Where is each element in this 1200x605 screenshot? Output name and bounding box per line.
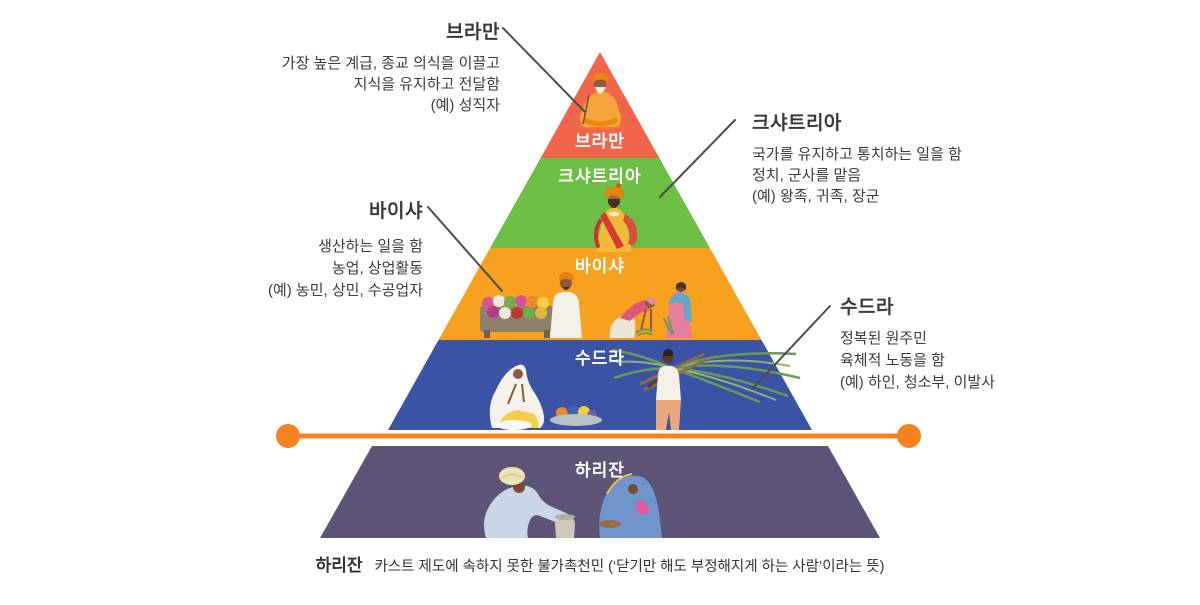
brahman-annotation: 브라만 가장 높은 계급, 종교 의식을 이끌고 지식을 유지하고 전달함 (예…	[282, 17, 500, 116]
sudra-annotation-line: 정복된 원주민	[840, 330, 927, 347]
vaishya-merchant-man	[550, 272, 582, 338]
kshatriya-annotation-title: 크샤트리아	[752, 113, 842, 134]
harijan-caption-description: 카스트 제도에 속하지 못한 불가촉천민 (‘닫기만 해도 부정해지게 하는 사…	[374, 559, 885, 575]
sudra-annotation-line: (예) 하인, 청소부, 이발사	[840, 374, 996, 391]
sudra-laborers-illustration	[489, 348, 801, 430]
vaishya-market-illustration	[480, 272, 692, 338]
sudra-annotation-line: 육체적 노동을 함	[840, 352, 945, 369]
alms-pot	[555, 514, 575, 538]
harijan-man	[484, 467, 573, 538]
callout-lines	[427, 27, 831, 390]
kshatriya-annotation-line: 국가를 유지하고 통치하는 일을 함	[752, 146, 962, 163]
vaishya-bending-woman	[609, 297, 656, 338]
brahman-callout-line	[502, 27, 586, 113]
kshatriya-annotation: 크샤트리아 국가를 유지하고 통치하는 일을 함 정치, 군사를 맡음 (예) …	[752, 108, 962, 207]
vaishya-annotation-title: 바이샤	[369, 201, 423, 222]
produce-baskets	[482, 295, 549, 319]
sudra-callout-line	[751, 305, 831, 390]
brahman-annotation-line: (예) 성직자	[430, 97, 500, 114]
brahman-annotation-line: 지식을 유지하고 전달함	[353, 76, 500, 93]
harijan-figures-illustration	[484, 467, 662, 538]
sudra-annotation: 수드라 정복된 원주민 육체적 노동을 함 (예) 하인, 청소부, 이발사	[840, 292, 995, 394]
kshatriya-annotation-line: 정치, 군사를 맡음	[752, 167, 862, 184]
exclusion-divider	[276, 424, 921, 448]
vaishya-carrying-woman	[663, 282, 692, 338]
vaishya-annotation: 바이샤 생산하는 일을 함 농업, 상업활동 (예) 농민, 상민, 수공업자	[268, 196, 423, 302]
brahman-annotation-line: 가장 높은 계급, 종교 의식을 이끌고	[281, 55, 500, 72]
harijan-caption: 하리잔 카스트 제도에 속하지 못한 불가촉천민 (‘닫기만 해도 부정해지게 …	[0, 551, 1200, 576]
sudra-frond-carrier-man	[611, 348, 801, 430]
kshatriya-annotation-line: (예) 왕족, 귀족, 장군	[752, 188, 880, 205]
kshatriya-king-illustration	[593, 183, 638, 252]
pyramid-level-kshatriya	[490, 158, 710, 248]
divider-left-dot	[276, 424, 300, 448]
vaishya-callout-line	[427, 206, 503, 292]
sudra-washing-woman	[489, 364, 545, 430]
brahman-priest-illustration	[579, 73, 622, 130]
cloth-platter	[550, 405, 602, 426]
harijan-caption-term: 하리잔	[315, 556, 363, 575]
vaishya-annotation-line: (예) 농민, 상민, 수공업자	[267, 282, 423, 299]
vaishya-annotation-line: 농업, 상업활동	[331, 260, 423, 277]
brahman-annotation-title: 브라만	[446, 22, 500, 43]
kshatriya-callout-line	[659, 119, 736, 198]
pyramid-level-harijan	[320, 446, 880, 538]
harijan-woman	[599, 473, 662, 538]
vaishya-annotation-line: 생산하는 일을 함	[318, 238, 423, 255]
sudra-annotation-title: 수드라	[840, 297, 894, 318]
divider-right-dot	[897, 424, 921, 448]
